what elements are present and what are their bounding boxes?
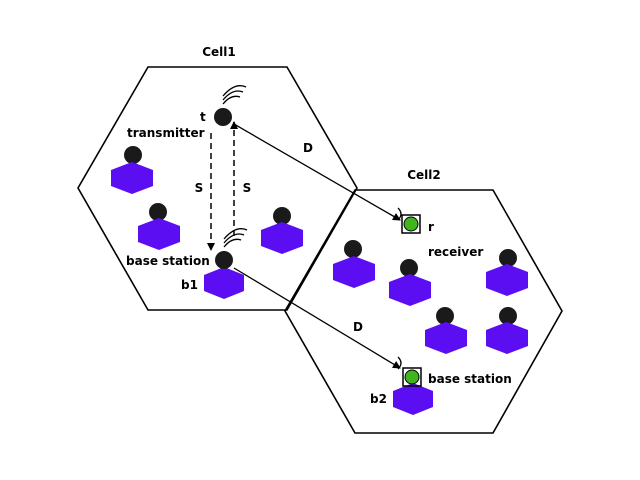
user-icon (138, 203, 180, 250)
base-station-1-label: base station (126, 254, 210, 268)
user-icon (486, 307, 528, 354)
base-station-1-node (204, 228, 248, 299)
b2-label: b2 (370, 392, 387, 406)
d-arrow-top (233, 123, 401, 221)
cell2-hexagon (284, 189, 563, 434)
receiver-label: receiver (428, 245, 483, 259)
s-label-left: S (195, 181, 204, 195)
user-icon (389, 259, 431, 306)
d-label-top: D (303, 141, 313, 155)
receiver-node (397, 207, 421, 234)
d-arrow-bottom (233, 267, 401, 369)
base-station-2-node (393, 356, 433, 415)
cell1-hexagon (77, 66, 358, 311)
cell2-title: Cell2 (407, 168, 441, 182)
user-icon (486, 249, 528, 296)
s-label-right: S (243, 181, 252, 195)
transmitter-node (214, 85, 247, 126)
user-icon (425, 307, 467, 354)
user-icon (111, 146, 153, 194)
t-label: t (200, 110, 206, 124)
cell1-title: Cell1 (202, 45, 236, 59)
user-icon (333, 240, 375, 288)
d-label-bottom: D (353, 320, 363, 334)
user-icon (261, 207, 303, 254)
r-label: r (428, 220, 434, 234)
base-station-2-label: base station (428, 372, 512, 386)
b1-label: b1 (181, 278, 198, 292)
transmitter-label: transmitter (127, 126, 205, 140)
